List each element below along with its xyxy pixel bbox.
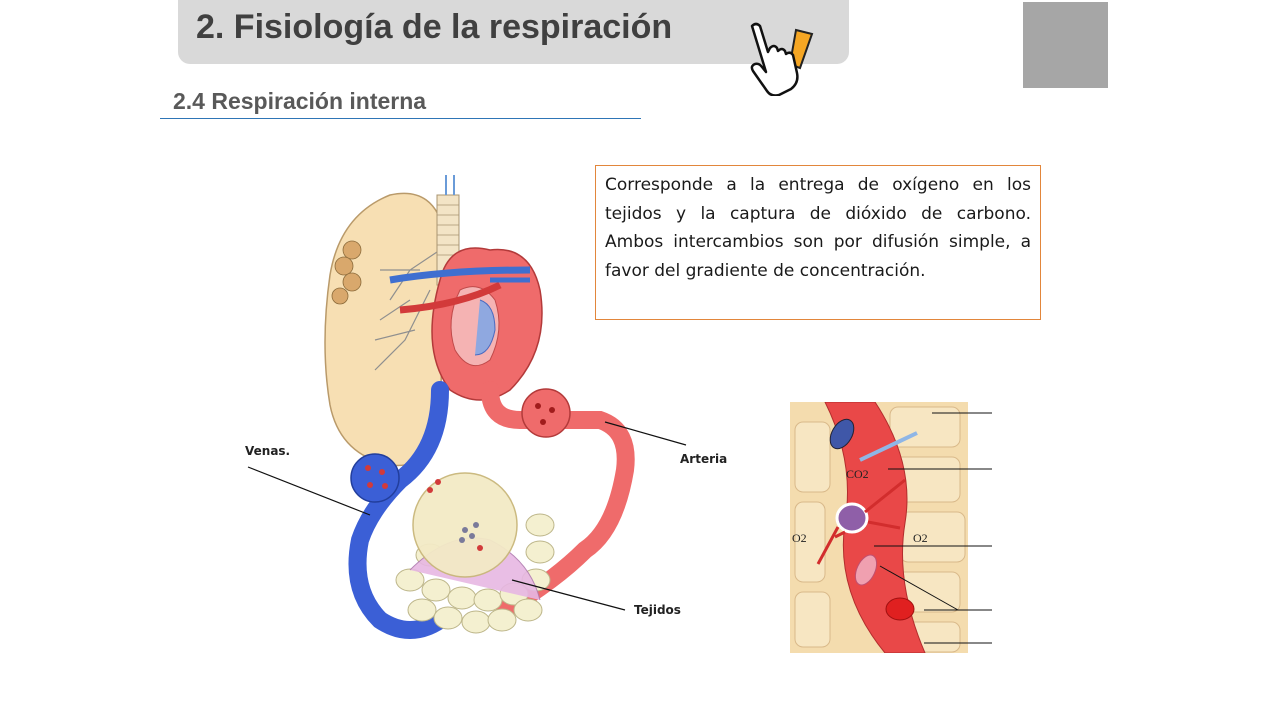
subtitle-underline (160, 118, 641, 119)
circulation-diagram (247, 175, 687, 639)
tissue-cells (395, 513, 555, 634)
tissue-magnifier (412, 472, 518, 578)
page-title: 2. Fisiología de la respiración (196, 8, 673, 46)
description-text: Corresponde a la entrega de oxígeno en l… (605, 175, 1031, 281)
o2-right-label: O2 (913, 531, 928, 545)
accent-square (1023, 2, 1108, 88)
capillary-pointer-lines (874, 412, 992, 644)
title-bar (178, 0, 849, 64)
vein-path (348, 381, 449, 639)
artery-bulb (521, 388, 571, 438)
section-subtitle: 2.4 Respiración interna (173, 88, 427, 114)
capillary-diagram: CO2 O2 O2 (790, 402, 968, 653)
pointing-hand-exclamation-icon (750, 22, 814, 96)
co2-label: CO2 (846, 467, 869, 481)
artery-path (481, 381, 635, 619)
vein-bulb (350, 453, 400, 503)
description-box: Corresponde a la entrega de oxígeno en l… (595, 165, 1041, 320)
label-tejidos: Tejidos (634, 603, 681, 617)
o2-left-label: O2 (792, 531, 807, 545)
label-venas: Venas. (245, 444, 291, 458)
label-arteria: Arteria (680, 452, 728, 466)
